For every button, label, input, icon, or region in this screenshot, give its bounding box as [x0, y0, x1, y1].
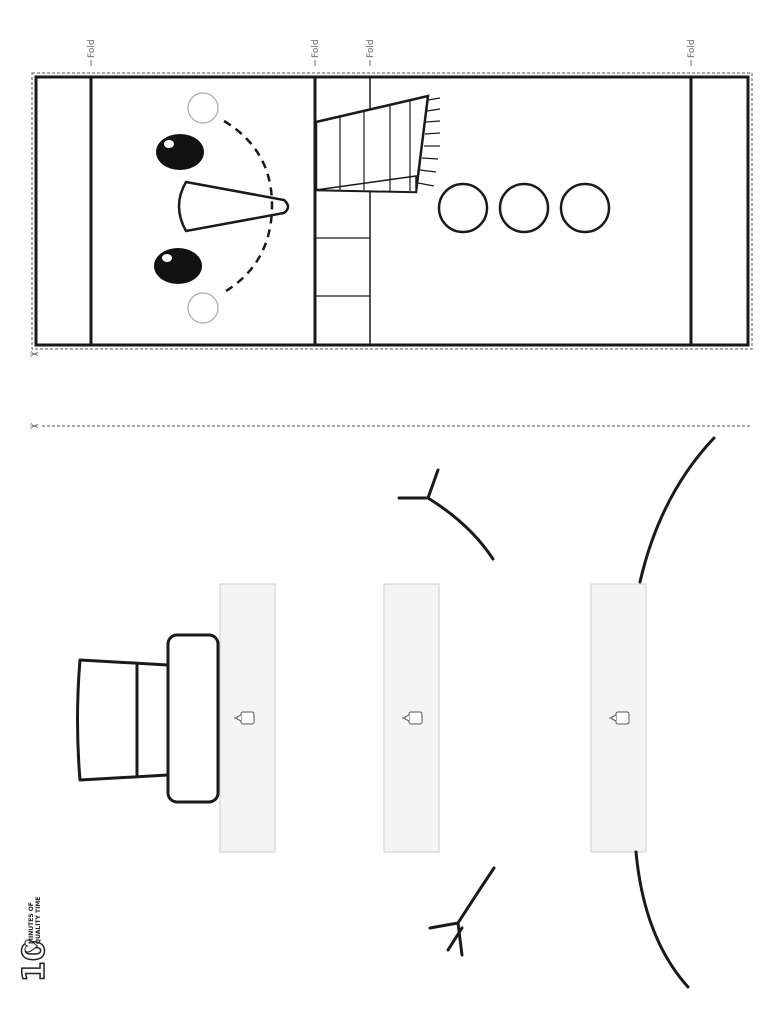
brand-logo: 10 MINUTES OF QUALITY TIME: [16, 897, 53, 983]
carrot-nose-icon: [177, 180, 290, 233]
scarf-tail-icon: [314, 94, 441, 194]
glue-bottle-icon: [609, 711, 630, 725]
body-arc-line: [634, 850, 690, 989]
heart-icon: [24, 939, 39, 953]
body-arc-line: [638, 436, 716, 584]
top-hat-icon: [76, 633, 220, 804]
svg-text:Fold: Fold: [687, 39, 697, 58]
scissors-icon: ✂: [30, 420, 39, 433]
stick-arm-icon: [428, 866, 496, 957]
eye-icon: [154, 248, 202, 284]
cut-line-border: [31, 72, 753, 350]
brand-line-2: QUALITY TIME: [35, 897, 42, 944]
glue-bottle-icon: [402, 711, 423, 725]
cheek-icon: [187, 292, 219, 324]
svg-text:Fold: Fold: [87, 39, 97, 58]
svg-text:Fold: Fold: [311, 39, 321, 58]
cheek-icon: [187, 92, 219, 124]
brand-line-1: MINUTES OF: [28, 902, 35, 944]
button-icon: [437, 182, 489, 234]
scissors-icon: ✂: [30, 348, 39, 361]
snowman-body-strip: Fold Fold Fold Fold: [31, 39, 753, 350]
glue-tab: [590, 583, 647, 853]
fold-label-3: Fold: [366, 39, 376, 66]
button-icon: [559, 182, 611, 234]
glue-tab: [383, 583, 440, 853]
stick-arm-icon: [397, 468, 495, 561]
button-icon: [498, 182, 550, 234]
fold-label-4: Fold: [687, 39, 697, 66]
fold-label-2: Fold: [311, 39, 321, 66]
glue-bottle-icon: [234, 711, 255, 725]
smile-dashed-line: [223, 119, 274, 293]
eye-icon: [156, 134, 204, 170]
fold-label-1: Fold: [87, 39, 97, 66]
svg-text:Fold: Fold: [366, 39, 376, 58]
glue-tab: [219, 583, 276, 853]
